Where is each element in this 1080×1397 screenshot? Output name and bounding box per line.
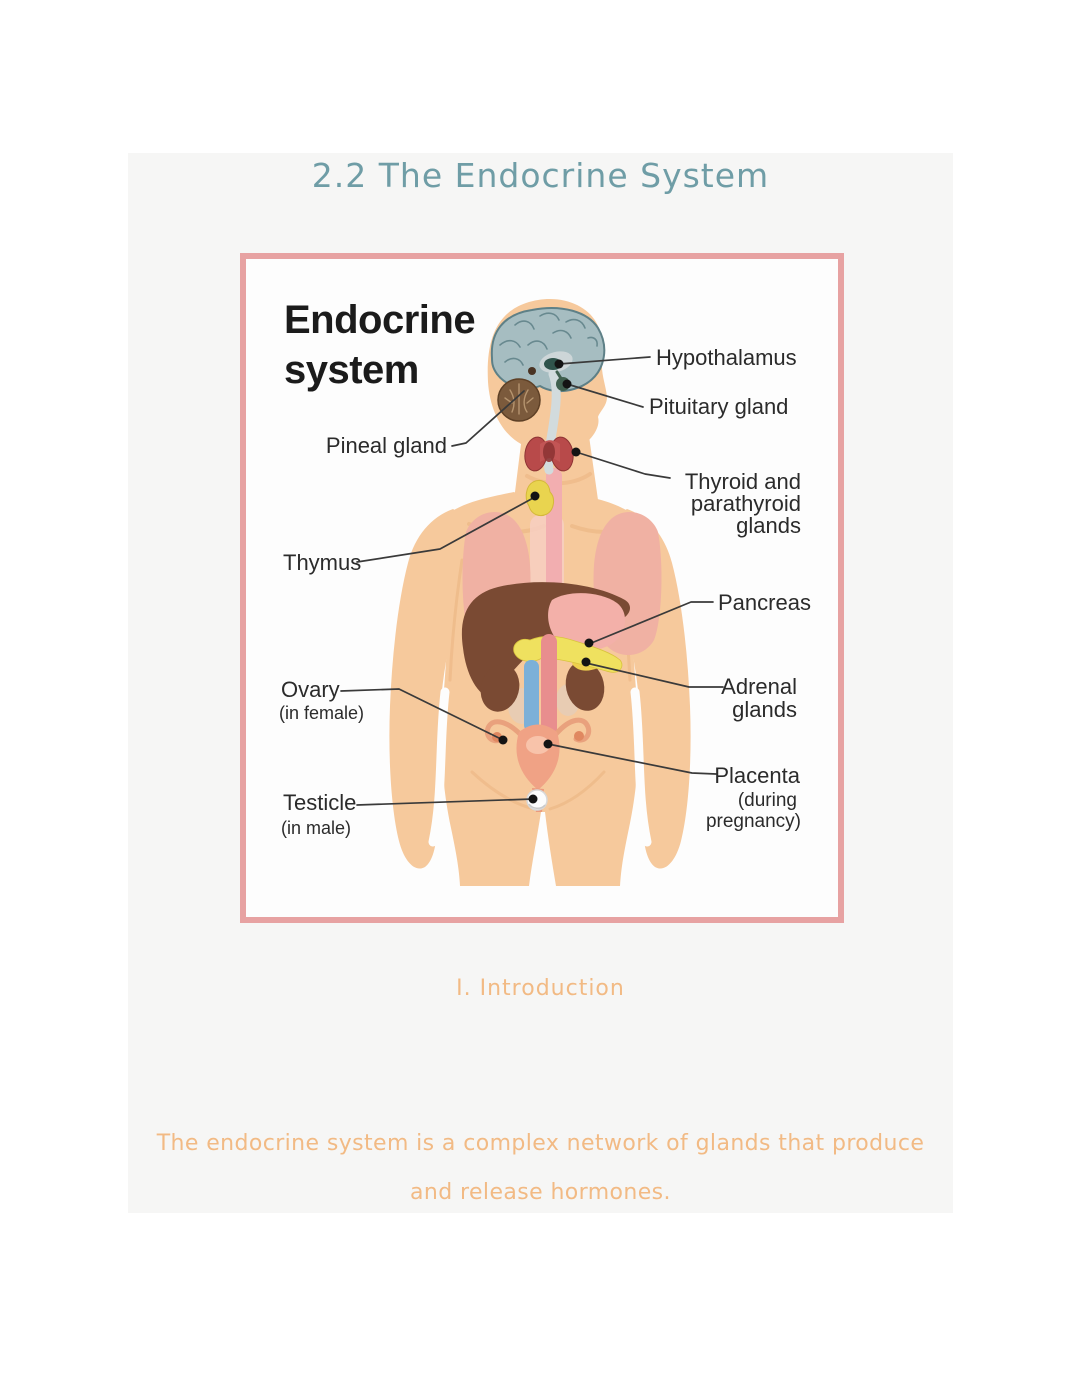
chest-organs — [461, 468, 662, 738]
label-text: Adrenal — [721, 674, 797, 699]
label-text: Thymus — [283, 550, 361, 575]
pointer-line — [356, 496, 536, 563]
leg-gap — [529, 812, 556, 886]
figure-heading-line2: system — [284, 348, 419, 392]
vena-cava — [524, 660, 539, 732]
label-text: Pineal gland — [326, 433, 447, 458]
label-text: glands — [732, 697, 797, 722]
label-placenta: Placenta (during pregnancy) — [543, 739, 801, 832]
aorta — [541, 634, 557, 738]
pointer-line — [451, 390, 525, 447]
label-adrenal-glands: Adrenal glands — [581, 657, 797, 722]
figure-heading-line1: Endocrine — [284, 298, 475, 342]
thymus-illustration — [525, 479, 555, 517]
right-kidney — [565, 661, 605, 711]
uterus-highlight — [526, 736, 550, 754]
label-text: Pituitary gland — [649, 394, 788, 419]
label-pituitary-gland: Pituitary gland — [562, 379, 788, 419]
label-thyroid: Thyroid and parathyroid glands — [571, 447, 801, 538]
label-subtext: pregnancy) — [706, 811, 801, 832]
thymus-organ — [525, 479, 555, 517]
label-text: parathyroid — [691, 491, 801, 516]
pointer-dot — [528, 794, 538, 804]
section-heading: I. Introduction — [456, 976, 625, 1001]
thyroid-center — [543, 442, 555, 462]
pineal-gland-organ — [528, 367, 536, 375]
label-text: Testicle — [283, 790, 356, 815]
label-text: Ovary — [281, 677, 340, 702]
paragraph-line: The endocrine system is a complex networ… — [156, 1131, 925, 1156]
thyroid-gland-illustration — [524, 436, 574, 472]
pointer-line — [356, 798, 534, 806]
pointer-dot — [498, 735, 508, 745]
endocrine-diagram: Endocrine system Hypothalamus Pituitary … — [279, 298, 811, 886]
pointer-dot — [562, 379, 572, 389]
label-text: Hypothalamus — [656, 345, 797, 370]
label-text: Placenta — [714, 763, 800, 788]
content-area: 2.2 The Endocrine System — [128, 153, 953, 1213]
endocrine-figure-frame: Endocrine system Hypothalamus Pituitary … — [240, 253, 844, 923]
pointer-line — [547, 743, 717, 775]
label-subtext: (in female) — [279, 703, 364, 723]
pointer-line — [340, 688, 504, 741]
label-text: glands — [736, 513, 801, 538]
pointer-dot — [530, 491, 540, 501]
label-pancreas: Pancreas — [584, 590, 811, 648]
pointer-dot — [581, 657, 591, 667]
left-arm — [389, 509, 467, 869]
right-arm-gap — [630, 687, 652, 847]
right-ovary — [574, 731, 584, 741]
label-subtext: (during — [738, 790, 797, 811]
page-title: 2.2 The Endocrine System — [311, 156, 770, 195]
label-ovary: Ovary (in female) — [279, 677, 508, 745]
paragraph-line: and release hormones. — [410, 1180, 671, 1205]
left-kidney — [480, 664, 520, 712]
label-thymus: Thymus — [283, 491, 540, 575]
pointer-dot — [571, 447, 581, 457]
pointer-line — [575, 451, 671, 479]
label-subtext: (in male) — [281, 818, 351, 838]
label-testicle: Testicle (in male) — [281, 790, 538, 838]
brain-illustration — [490, 307, 606, 475]
label-text: Pancreas — [718, 590, 811, 615]
pointer-dot — [584, 638, 594, 648]
pointer-line — [566, 383, 644, 408]
brain-gyri — [499, 312, 598, 366]
pointer-dot — [554, 359, 564, 369]
pointer-line — [588, 601, 714, 645]
label-pineal-gland: Pineal gland — [326, 390, 525, 458]
label-text: Thyroid and — [685, 469, 801, 494]
label-hypothalamus: Hypothalamus — [554, 345, 797, 370]
pointer-line — [558, 356, 651, 365]
pointer-dot — [543, 739, 553, 749]
brain — [490, 307, 606, 393]
intro-paragraph: The endocrine system is a complex networ… — [128, 1119, 953, 1217]
pointer-line — [585, 662, 724, 688]
testicle-shade — [528, 803, 546, 809]
